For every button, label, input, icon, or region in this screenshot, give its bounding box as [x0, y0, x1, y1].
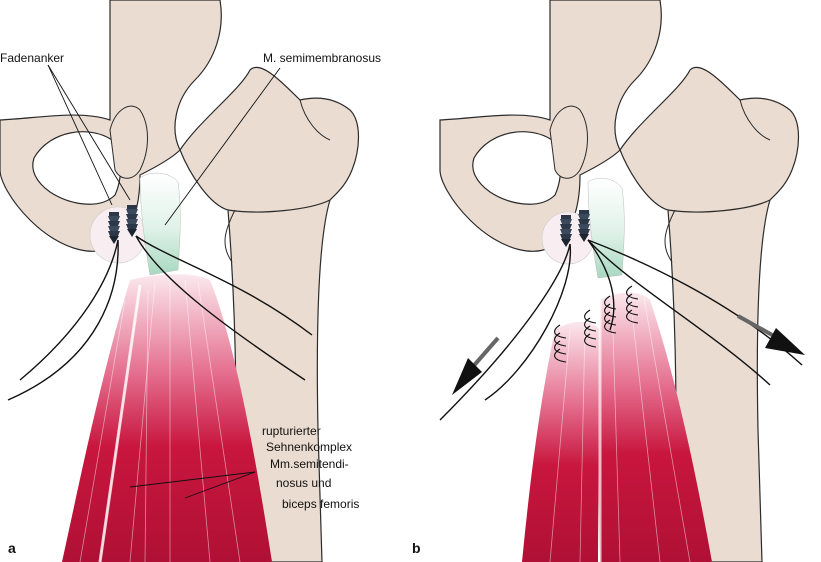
semimembranosus-tendon-a: [139, 172, 181, 276]
leader-ruptured-1: [129, 471, 256, 488]
panel-letter-b: b: [412, 540, 421, 556]
panel-letter-a: a: [8, 540, 16, 556]
label-ruptured-line-3: Mm.semitendi-: [270, 457, 349, 471]
label-ruptured-line-1: rupturierter: [262, 424, 321, 438]
label-ruptured-line-5: biceps femoris: [282, 497, 359, 511]
panel-b: b: [412, 0, 805, 562]
leader-ruptured-2: [184, 471, 256, 499]
leader-fadenanker-1: [47, 64, 113, 206]
label-ruptured-line-4: nosus und: [276, 476, 331, 490]
leader-fadenanker-2: [47, 64, 131, 201]
ruptured-muscle-complex-a: [62, 274, 272, 562]
ruptured-muscle-left-b: [522, 321, 601, 562]
traction-arrow-left: [452, 336, 500, 395]
semimembranosus-tendon-b: [587, 177, 625, 279]
whipstitches-b: [554, 285, 639, 363]
label-ruptured-line-2: Sehnenkomplex: [266, 440, 352, 454]
sutures-a: [7, 235, 313, 401]
ruptured-muscle-right-b: [599, 292, 712, 562]
traction-arrow-right: [737, 314, 805, 355]
label-semimembranosus: M. semimembranosus: [263, 51, 381, 65]
label-fadenanker: Fadenanker: [0, 51, 64, 65]
leader-semimembranosus: [164, 67, 281, 226]
panel-a: Fadenanker M. semimembranosus rupturiert…: [0, 0, 381, 562]
